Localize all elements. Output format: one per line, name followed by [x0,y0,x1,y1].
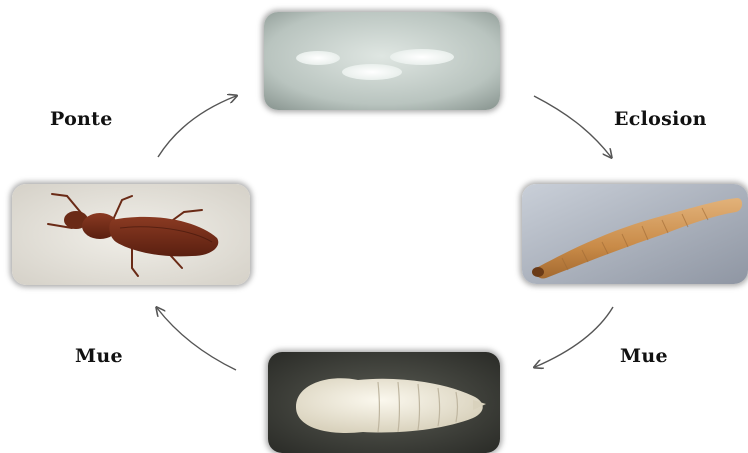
arrow-eclosion [534,96,611,157]
egg-1 [296,51,340,65]
pupa-photo [268,352,500,453]
label-mue-right: Mue [620,345,668,367]
label-eclosion: Eclosion [614,108,707,130]
adult-beetle-photo [12,184,250,285]
arrow-mue-right [535,307,613,367]
arrow-mue-left [157,308,236,370]
larva-photo [522,184,748,284]
egg-2 [342,64,402,80]
eggs-photo [264,12,500,110]
egg-3 [390,49,454,65]
label-ponte: Ponte [50,108,113,130]
arrow-ponte [158,96,236,157]
label-mue-left: Mue [75,345,123,367]
